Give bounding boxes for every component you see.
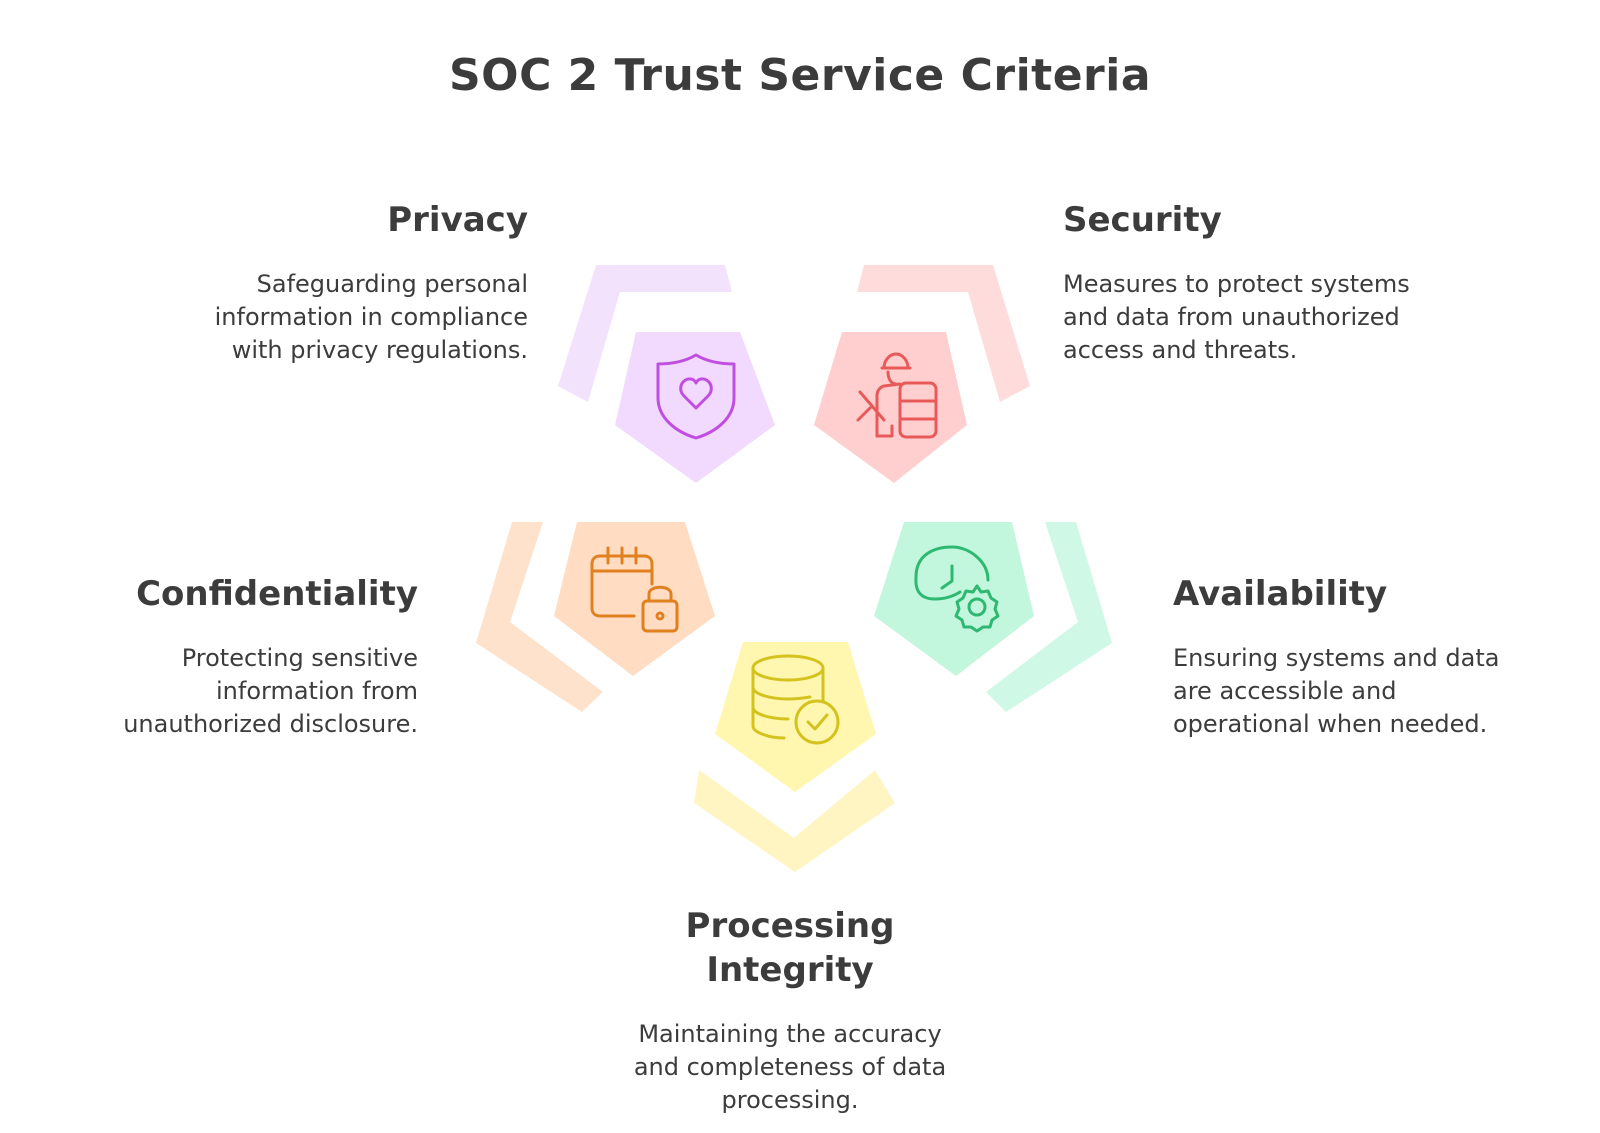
privacy-description: Safeguarding personal information in com… xyxy=(120,268,528,367)
availability-description-line: Ensuring systems and data xyxy=(1173,644,1500,672)
security-description: Measures to protect systems and data fro… xyxy=(1063,268,1493,367)
availability-outer-band xyxy=(986,522,1112,712)
confidentiality-description-line: information from xyxy=(216,677,418,705)
processing-integrity-description-line: processing. xyxy=(721,1086,859,1114)
availability-heading: Availability xyxy=(1173,574,1388,614)
clock-gear-icon xyxy=(914,545,1000,633)
security-pentagon xyxy=(814,332,967,483)
privacy-heading: Privacy xyxy=(387,200,528,240)
calendar-lock-icon xyxy=(590,546,679,633)
confidentiality-heading: Confidentiality xyxy=(136,574,418,614)
security-description-line: and data from unauthorized xyxy=(1063,303,1400,331)
confidentiality-description-line: Protecting sensitive xyxy=(181,644,418,672)
security-outer-band xyxy=(857,265,1030,402)
confidentiality-description: Protecting sensitive information from un… xyxy=(40,642,418,741)
availability-segment xyxy=(874,522,1112,712)
security-description-line: Measures to protect systems xyxy=(1063,270,1410,298)
security-segment xyxy=(814,265,1030,483)
confidentiality-outer-band xyxy=(476,522,603,712)
privacy-segment xyxy=(558,265,775,483)
processing-integrity-heading: Processing Integrity xyxy=(590,904,990,992)
privacy-description-line: Safeguarding personal xyxy=(256,270,528,298)
availability-description: Ensuring systems and data are accessible… xyxy=(1173,642,1593,741)
privacy-description-line: information in compliance xyxy=(214,303,528,331)
processing-integrity-segment xyxy=(694,642,895,872)
availability-pentagon xyxy=(874,522,1034,676)
security-description-line: access and threats. xyxy=(1063,336,1298,364)
processing-integrity-heading-line: Integrity xyxy=(706,950,874,990)
availability-description-line: operational when needed. xyxy=(1173,710,1488,738)
processing-integrity-heading-line: Processing xyxy=(685,906,895,946)
availability-description-line: are accessible and xyxy=(1173,677,1397,705)
privacy-outer-band xyxy=(558,265,732,402)
processing-integrity-description: Maintaining the accuracy and completenes… xyxy=(580,1018,1000,1117)
database-check-icon xyxy=(751,654,840,745)
processing-integrity-description-line: Maintaining the accuracy xyxy=(638,1020,942,1048)
processing-integrity-outer-band xyxy=(694,770,895,872)
confidentiality-description-line: unauthorized disclosure. xyxy=(123,710,418,738)
security-heading: Security xyxy=(1063,200,1222,240)
confidentiality-segment xyxy=(476,522,715,712)
shield-heart-icon xyxy=(656,353,736,440)
processing-integrity-description-line: and completeness of data xyxy=(633,1053,947,1081)
page-title: SOC 2 Trust Service Criteria xyxy=(448,50,1152,101)
confidentiality-pentagon xyxy=(554,522,715,676)
guard-with-shield-icon xyxy=(856,352,938,439)
privacy-description-line: with privacy regulations. xyxy=(231,336,528,364)
